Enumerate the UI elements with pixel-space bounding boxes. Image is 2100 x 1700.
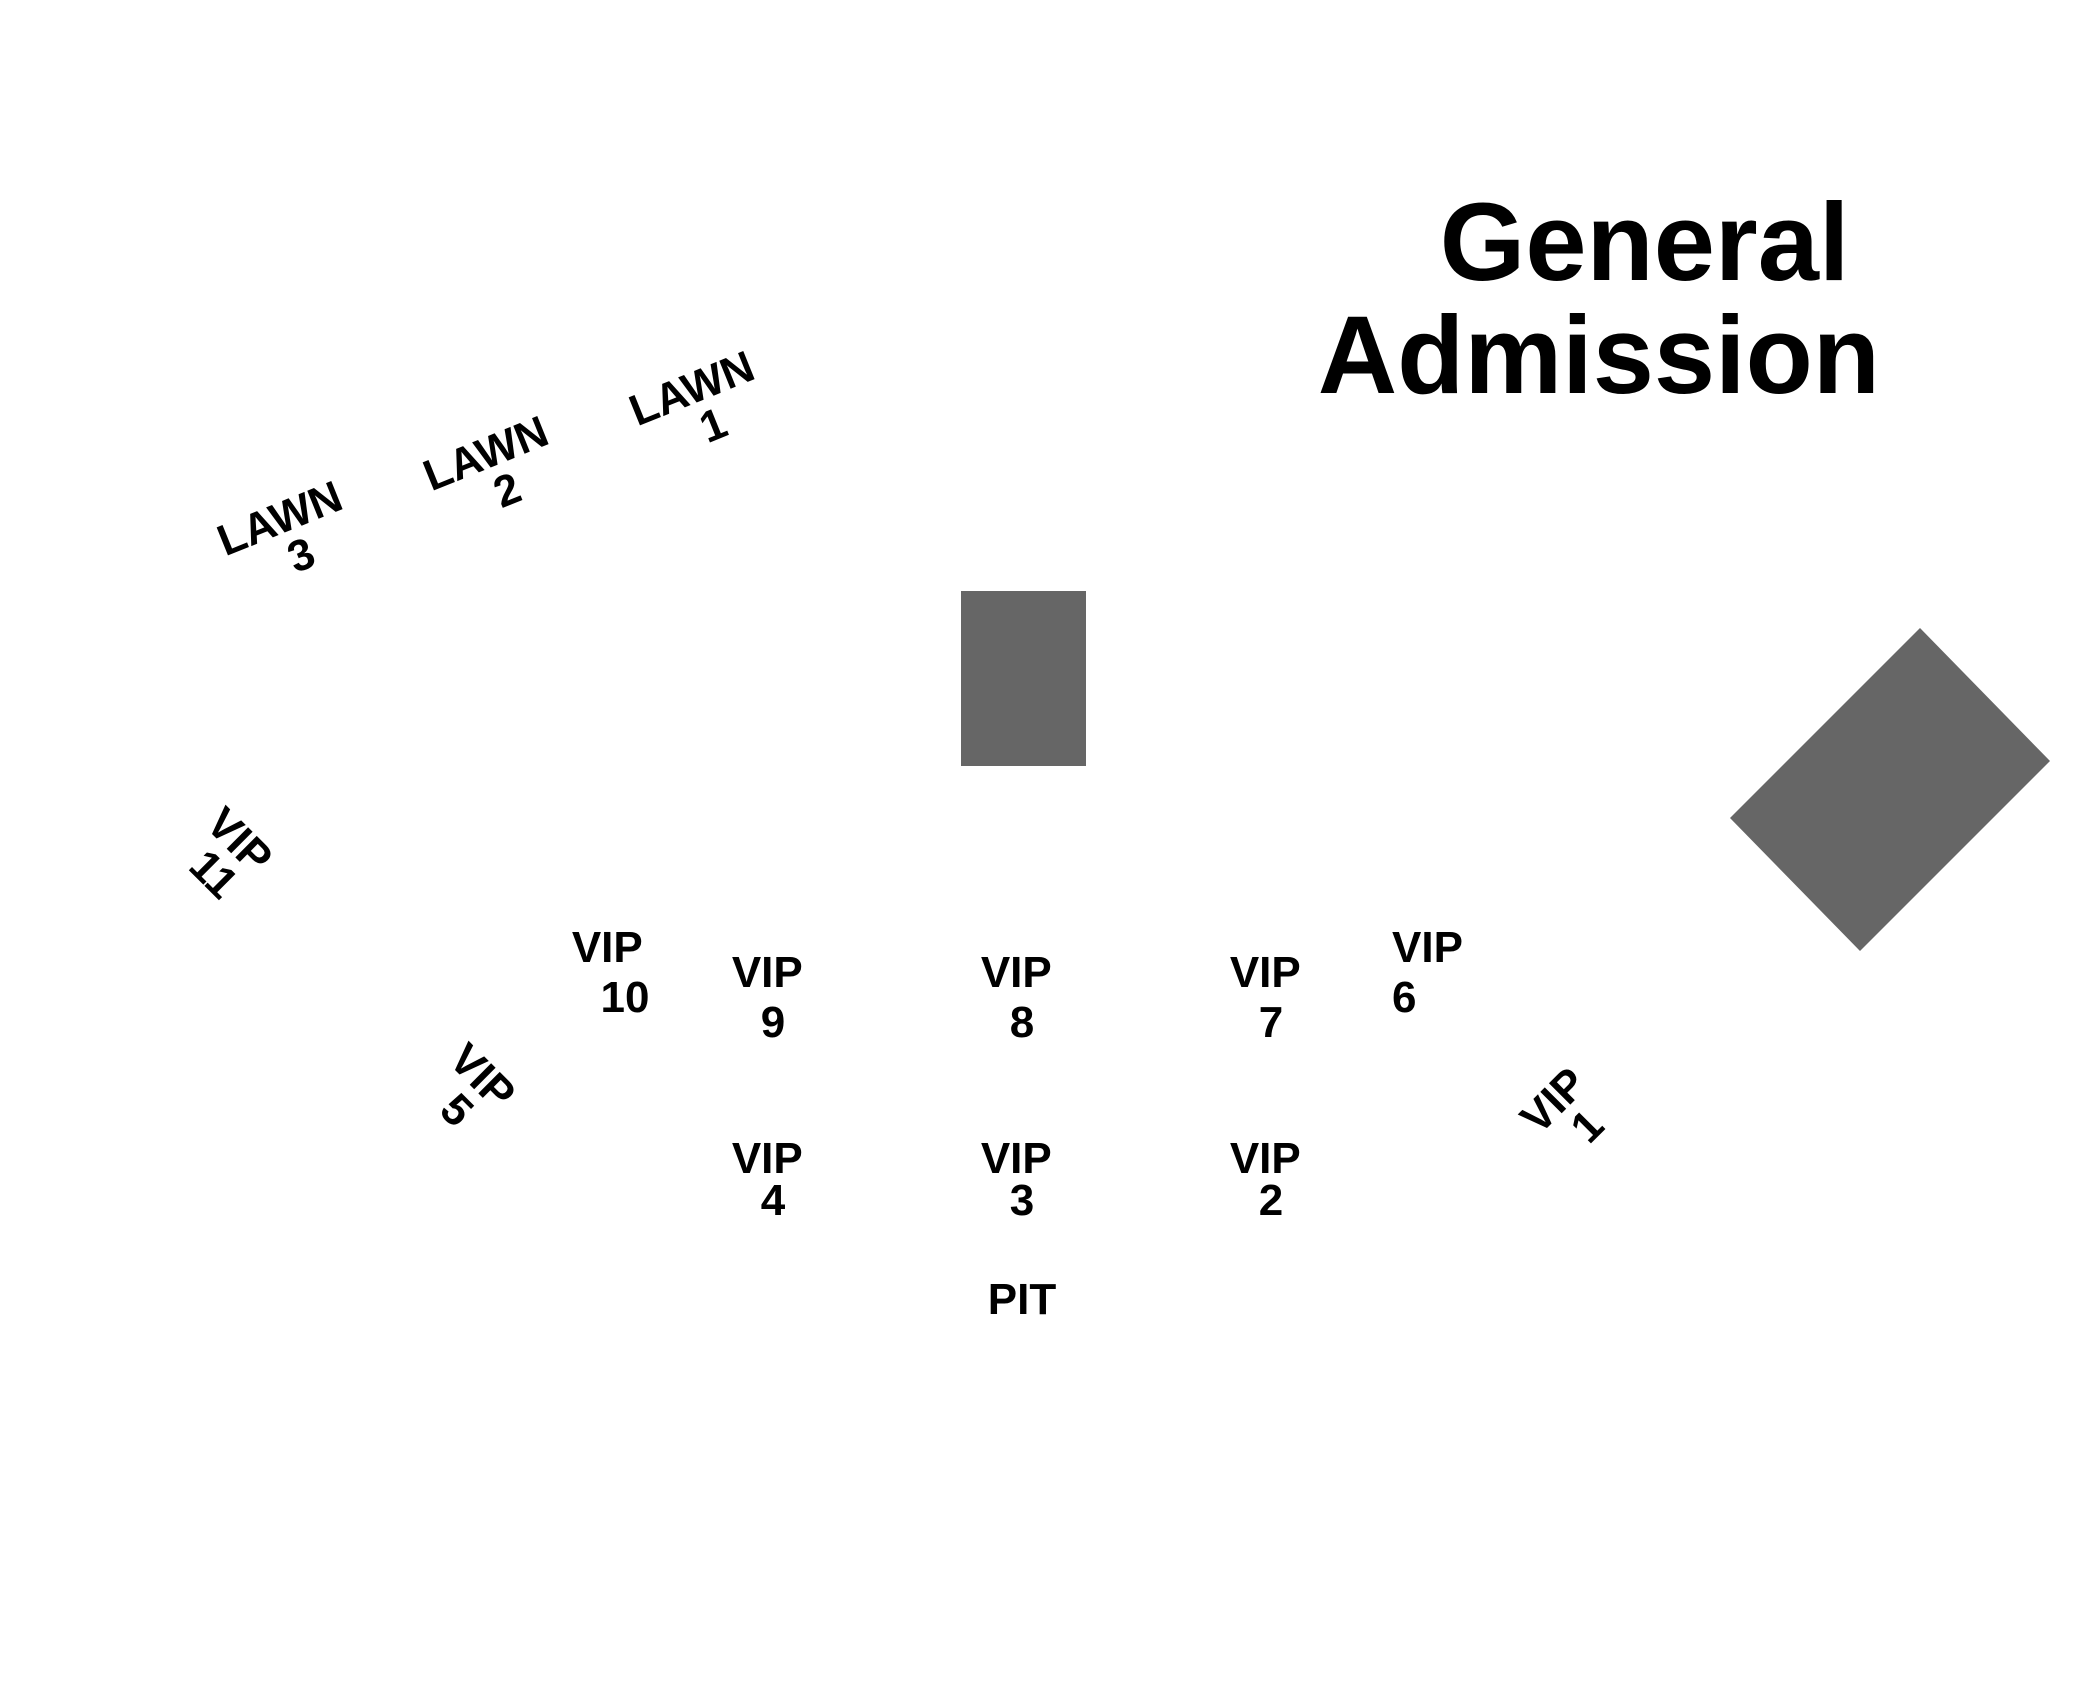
section-vip-9[interactable]: VIP 9 — [732, 948, 814, 1047]
section-lawn-2[interactable]: LAWN 2 — [417, 402, 583, 539]
section-vip-10[interactable]: VIP 10 — [572, 923, 654, 1022]
section-vip-11-label: VIP 11 — [167, 798, 290, 921]
section-lawn-3[interactable]: LAWN 3 — [211, 467, 377, 604]
map-title: General Admission — [1318, 181, 1880, 417]
section-vip-5-label: VIP 5 — [410, 1034, 533, 1157]
section-vip-1[interactable]: VIP 1 — [1511, 1050, 1634, 1173]
section-lawn-2-label: LAWN 2 — [417, 402, 583, 539]
section-vip-3[interactable]: VIP 3 — [981, 1134, 1063, 1225]
map-title-line1: General — [1440, 181, 1850, 304]
map-title-line2: Admission — [1318, 294, 1880, 417]
structure-block-diamond — [1730, 628, 2050, 951]
section-vip-4[interactable]: VIP 4 — [732, 1134, 814, 1225]
stage-block — [961, 591, 1086, 766]
section-vip-2[interactable]: VIP 2 — [1230, 1134, 1312, 1225]
section-vip-7[interactable]: VIP 7 — [1230, 948, 1312, 1047]
section-vip-5[interactable]: VIP 5 — [410, 1034, 533, 1157]
section-vip-6[interactable]: VIP 6 — [1392, 923, 1474, 1022]
section-vip-8[interactable]: VIP 8 — [981, 948, 1063, 1047]
section-vip-1-label: VIP 1 — [1511, 1050, 1634, 1173]
section-lawn-3-label: LAWN 3 — [211, 467, 377, 604]
section-lawn-1-label: LAWN 1 — [623, 337, 789, 474]
section-pit[interactable]: PIT — [988, 1275, 1057, 1324]
section-lawn-1[interactable]: LAWN 1 — [623, 337, 789, 474]
section-vip-11[interactable]: VIP 11 — [167, 798, 290, 921]
